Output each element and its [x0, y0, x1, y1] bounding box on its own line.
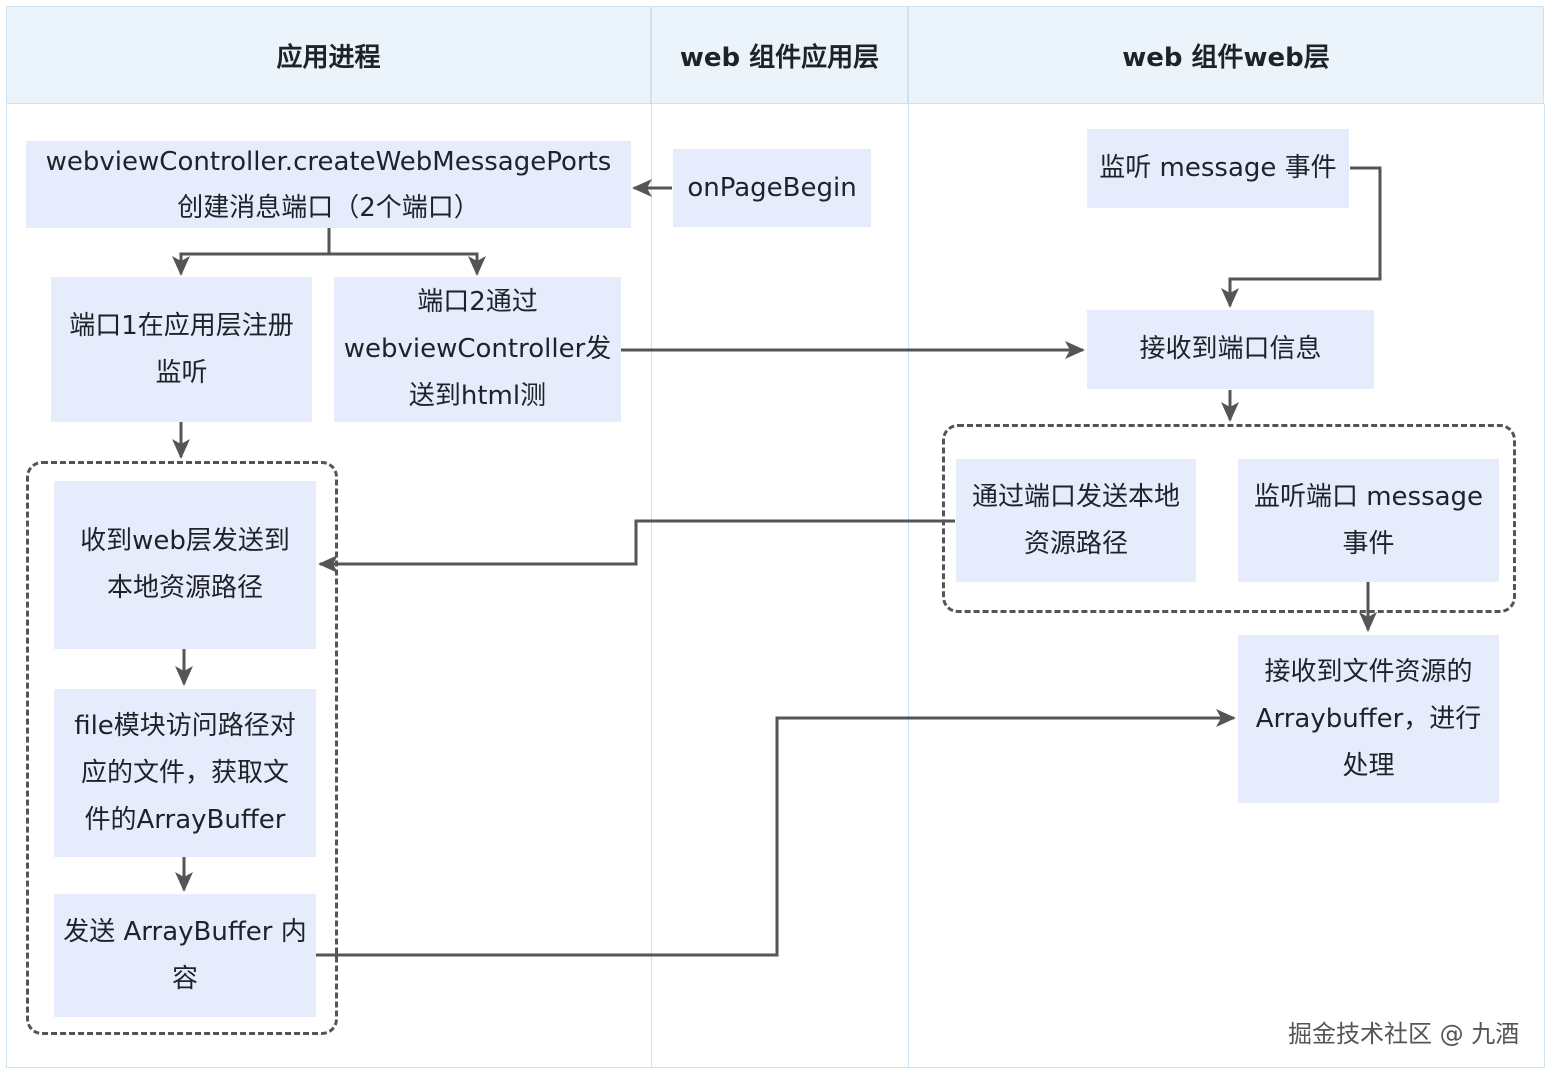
- lane-divider-right: [1544, 104, 1545, 1068]
- node-line: 收到web层发送到: [80, 526, 290, 556]
- node-listen-message-top: 监听 message 事件: [1087, 129, 1349, 208]
- node-line: 创建消息端口（2个端口）: [177, 192, 480, 223]
- watermark: 掘金技术社区 @ 九酒: [1288, 1020, 1520, 1048]
- edge-create-to-port1: [172, 228, 331, 276]
- node-receive-port-info: 接收到端口信息: [1087, 310, 1374, 389]
- node-create-ports: webviewController.createWebMessagePorts 创…: [26, 141, 631, 228]
- node-receive-arraybuffer: 接收到文件资源的 Arraybuffer，进行处理: [1238, 635, 1499, 803]
- node-on-page-begin: onPageBegin: [673, 149, 871, 227]
- edge-send-buffer-to-receive-buffer: [316, 709, 1236, 957]
- edge-listen-to-receive-info: [1221, 166, 1382, 308]
- node-line: webviewController发: [343, 334, 612, 364]
- node-line: 监听 message 事件: [1099, 153, 1337, 183]
- node-file-read: file模块访问路径对应的文件，获取文件的ArrayBuffer: [54, 689, 316, 857]
- lane-header-web-layer: web 组件web层: [908, 6, 1544, 104]
- edge-create-to-port2: [329, 252, 486, 276]
- node-line: webviewController.createWebMessagePorts: [45, 146, 612, 177]
- node-line: 端口2通过: [417, 287, 538, 317]
- node-line: 监听端口 message: [1253, 481, 1484, 512]
- lane-header-app-process: 应用进程: [6, 6, 651, 104]
- node-line: Arraybuffer，进行: [1255, 703, 1482, 734]
- node-line: 接收到文件资源的: [1264, 656, 1473, 687]
- node-line: 发送 ArrayBuffer 内: [63, 916, 307, 947]
- lane-divider-2: [908, 104, 909, 1068]
- lane-title: 应用进程: [276, 42, 381, 73]
- node-receive-path: 收到web层发送到本地资源路径: [54, 481, 316, 649]
- node-line: 容: [171, 963, 198, 994]
- lane-title: web 组件web层: [1122, 42, 1330, 73]
- lane-title: web 组件应用层: [679, 42, 880, 73]
- lane-divider-1: [651, 104, 652, 1068]
- node-port2-send: 端口2通过 webviewController发送到html测: [334, 277, 621, 422]
- node-line: 接收到端口信息: [1139, 334, 1322, 364]
- node-listen-port-message: 监听端口 message 事件: [1238, 459, 1499, 582]
- node-send-local-path: 通过端口发送本地资源路径: [956, 459, 1196, 582]
- node-send-buffer: 发送 ArrayBuffer 内容: [54, 894, 316, 1017]
- group-app-file-handling: [26, 461, 338, 1035]
- node-line: 事件: [1342, 528, 1395, 559]
- node-line: 处理: [1342, 750, 1395, 781]
- lane-divider-left: [6, 104, 7, 1068]
- lane-bottom-border: [6, 1067, 1544, 1068]
- lane-header-web-app-layer: web 组件应用层: [651, 6, 908, 104]
- node-line: 监听: [155, 357, 208, 388]
- node-line: 资源路径: [1023, 528, 1128, 559]
- edge-send-path-to-receive-path: [318, 519, 955, 573]
- node-line: 通过端口发送本地: [971, 481, 1180, 512]
- node-line: 本地资源路径: [106, 573, 263, 603]
- node-line: 件的ArrayBuffer: [84, 804, 286, 835]
- node-line: 端口1在应用层注册: [69, 310, 294, 341]
- group-web-port-actions: [942, 424, 1516, 613]
- node-line: 送到html测: [408, 381, 547, 411]
- node-port1-register: 端口1在应用层注册监听: [51, 277, 312, 422]
- node-line: file模块访问路径对: [74, 710, 296, 741]
- node-line: 应的文件，获取文: [80, 757, 289, 788]
- node-line: onPageBegin: [687, 172, 857, 203]
